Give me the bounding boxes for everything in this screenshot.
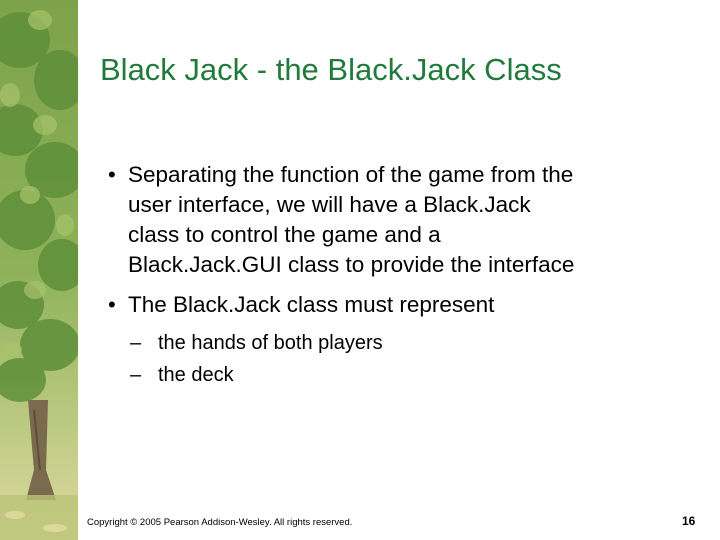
bullet-line: Black.Jack.GUI class to provide the inte… xyxy=(128,252,575,277)
bullet-marker: • xyxy=(108,292,116,317)
dash-marker: – xyxy=(130,332,142,354)
bullet-item: • The Black.Jack class must represent xyxy=(108,290,698,320)
bullet-marker: • xyxy=(108,162,116,187)
tree-background-image xyxy=(0,0,78,540)
sub-bullet-item: – the hands of both players xyxy=(130,330,698,356)
dash-marker: – xyxy=(130,364,142,386)
bullet-item: • Separating the function of the game fr… xyxy=(108,160,698,280)
sub-bullet-text: the hands of both players xyxy=(158,332,383,354)
bullet-line: Separating the function of the game from… xyxy=(128,162,574,187)
slide-title: Black Jack - the Black.Jack Class xyxy=(100,52,562,87)
bullet-line: The Black.Jack class must represent xyxy=(128,292,495,317)
tree-illustration xyxy=(0,0,78,540)
bullet-line: class to control the game and a xyxy=(128,222,441,247)
sub-bullet-item: – the deck xyxy=(130,362,698,388)
page-number: 16 xyxy=(682,514,696,528)
sub-bullet-text: the deck xyxy=(158,364,234,386)
bullet-line: user interface, we will have a Black.Jac… xyxy=(128,192,531,217)
copyright-footer: Copyright © 2005 Pearson Addison-Wesley.… xyxy=(87,517,353,528)
slide-body: • Separating the function of the game fr… xyxy=(108,160,698,388)
